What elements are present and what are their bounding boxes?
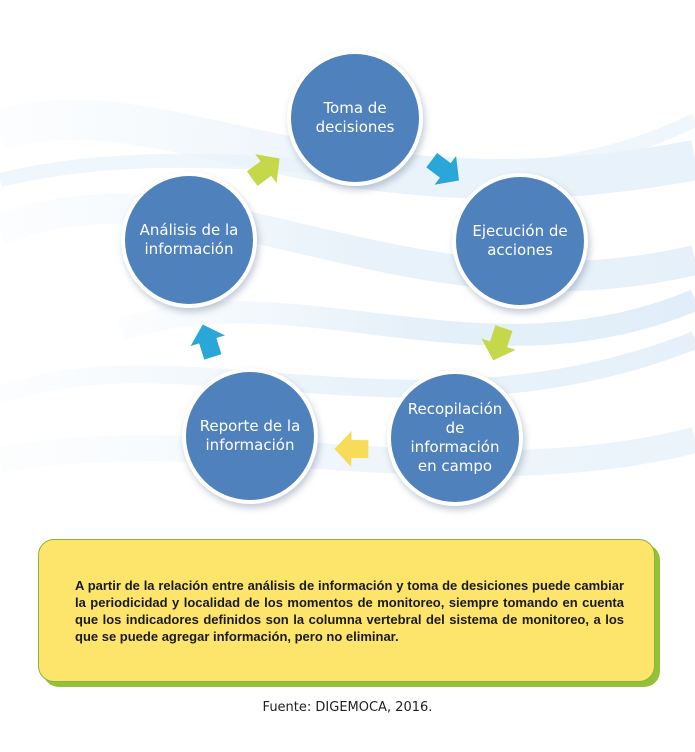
node-label-line: de — [445, 419, 465, 437]
node-label-line: información — [205, 436, 295, 454]
note-box: A partir de la relación entre análisis d… — [38, 539, 655, 682]
cycle-arrows — [190, 152, 516, 467]
node-label-line: información — [410, 438, 500, 456]
node-label-line: decisiones — [315, 118, 395, 136]
node-label-line: Toma de — [323, 99, 387, 117]
node-label-line: Recopilación — [407, 400, 503, 418]
node-label-line: Análisis de la — [139, 221, 239, 239]
node-label-line: Reporte de la — [199, 417, 301, 435]
arrow-toma-to-ejecucion — [426, 152, 459, 185]
arrow-analisis-to-toma — [246, 154, 280, 186]
node-label-line: información — [144, 240, 234, 258]
node-label-line: acciones — [487, 241, 553, 259]
node-label-line: en campo — [417, 457, 493, 475]
arrow-reporte-to-analisis — [190, 324, 225, 360]
arrow-ejecucion-to-recopilacion — [481, 325, 516, 361]
source-caption: Fuente: DIGEMOCA, 2016. — [262, 700, 433, 715]
arrow-recopilacion-to-reporte — [334, 430, 369, 467]
note-text: A partir de la relación entre análisis d… — [75, 578, 624, 644]
node-label-line: Ejecución de — [472, 222, 568, 240]
